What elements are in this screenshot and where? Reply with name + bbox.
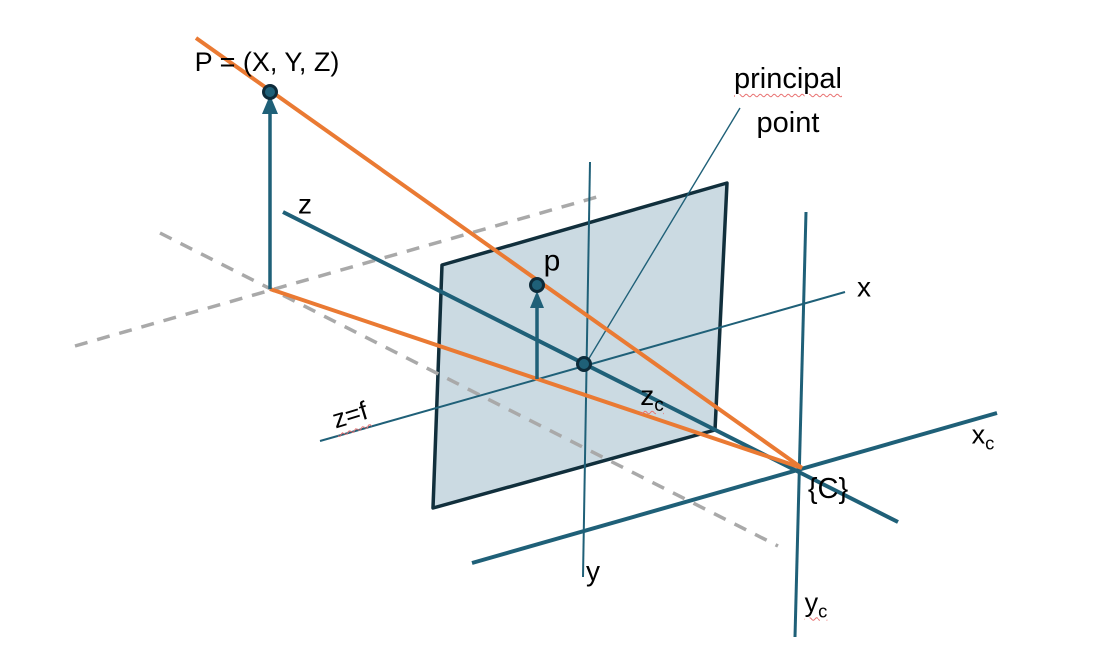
camera-z-axis-label-base: z <box>640 379 655 411</box>
camera-center-label: {C} <box>807 473 849 506</box>
image-x-axis-label: x <box>857 271 871 303</box>
image-point-label: p <box>543 244 561 278</box>
world-dashed-axis-2 <box>159 231 779 548</box>
camera-y-axis-line <box>793 211 808 638</box>
principal-point-dot <box>576 356 592 372</box>
camera-y-axis-label-sub: c <box>818 600 828 622</box>
principal-point-label: principal point <box>734 57 842 145</box>
image-point-height-arrow-head <box>530 291 544 308</box>
principal-point-label-line1: principal <box>734 62 842 95</box>
image-y-axis-label: y <box>586 555 600 587</box>
projection-ray-through-P <box>194 36 804 470</box>
camera-y-axis-label: yc <box>805 588 828 621</box>
world-point-height-arrow-head <box>262 95 278 114</box>
principal-point-leader-line <box>584 107 741 366</box>
camera-y-axis-label-base: y <box>804 587 819 618</box>
camera-x-axis-line <box>471 411 998 565</box>
point-p-dot <box>529 277 545 293</box>
principal-point-label-line2: point <box>756 107 820 139</box>
point-P-dot <box>262 84 278 100</box>
camera-z-axis-label: zc <box>640 379 664 417</box>
camera-x-axis-label-sub: c <box>985 432 995 454</box>
camera-x-axis-label: xc <box>972 420 995 453</box>
world-point-label: P = (X, Y, Z) <box>194 47 340 78</box>
camera-x-axis-label-base: x <box>971 419 986 450</box>
world-z-axis-label: z <box>298 188 312 220</box>
camera-z-axis-label-sub: c <box>654 395 664 417</box>
